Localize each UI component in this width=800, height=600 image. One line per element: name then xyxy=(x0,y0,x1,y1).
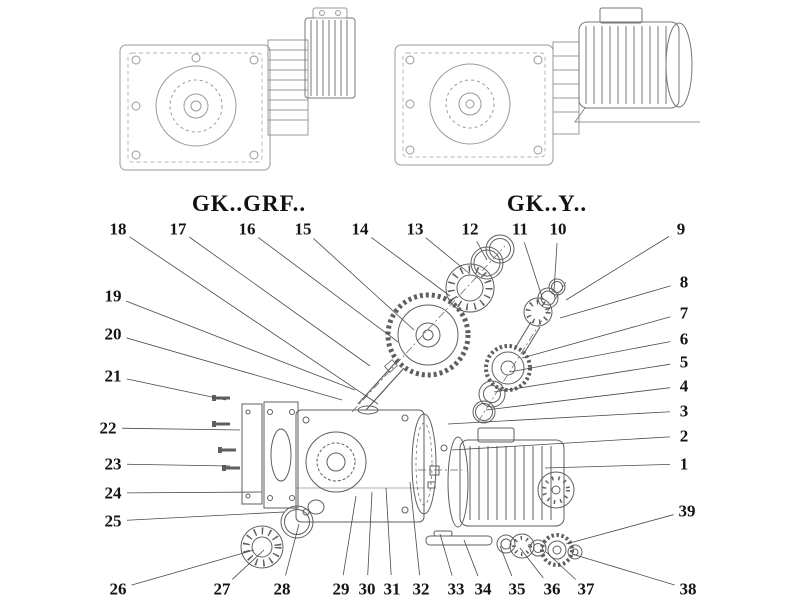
callout-number: 20 xyxy=(104,324,122,344)
leader-line xyxy=(231,549,265,580)
callout-number: 19 xyxy=(104,286,122,306)
callout-number: 28 xyxy=(273,579,291,599)
leader-line xyxy=(126,337,343,401)
leader-line xyxy=(451,436,671,451)
callout-number: 21 xyxy=(104,366,122,386)
leader-line xyxy=(125,300,356,391)
callout-number: 32 xyxy=(412,579,430,599)
leader-line xyxy=(313,238,415,331)
callout-number: 10 xyxy=(549,219,567,239)
flange-plate-and-bolts xyxy=(212,395,299,509)
leader-line xyxy=(565,236,670,301)
leader-line xyxy=(370,237,451,297)
leader-line xyxy=(126,511,285,521)
leader-line xyxy=(476,241,488,261)
leader-line xyxy=(367,491,373,576)
leader-line xyxy=(553,242,558,291)
gear-housing xyxy=(295,405,437,523)
leader-line xyxy=(499,545,513,577)
callout-number: 11 xyxy=(511,219,529,239)
leader-line xyxy=(439,533,453,576)
leader-line xyxy=(485,387,671,411)
motor-illustration xyxy=(574,7,700,123)
callout-number: 16 xyxy=(238,219,256,239)
callout-number: 6 xyxy=(679,329,689,349)
gearbox-grf-illustration xyxy=(119,7,356,171)
callout-number: 30 xyxy=(358,579,376,599)
exploded-assembly-illustration xyxy=(212,234,583,569)
leader-line xyxy=(425,237,471,275)
leader-line xyxy=(447,411,671,425)
leader-line xyxy=(257,237,399,343)
callout-number: 18 xyxy=(109,219,127,239)
callout-number: 2 xyxy=(679,426,689,446)
output-bearing-and-ring xyxy=(240,499,325,569)
callout-number: 17 xyxy=(169,219,187,239)
leader-line xyxy=(129,236,379,405)
callout-number: 37 xyxy=(577,579,595,599)
electric-motor xyxy=(447,427,575,528)
leader-line xyxy=(126,463,231,467)
callout-number: 23 xyxy=(104,454,122,474)
leader-line xyxy=(523,242,544,301)
callout-number: 36 xyxy=(543,579,561,599)
callout-number: 22 xyxy=(99,418,117,438)
leader-line xyxy=(519,547,544,579)
leader-line xyxy=(544,464,671,469)
callout-number: 38 xyxy=(679,579,697,599)
callout-number: 4 xyxy=(679,376,689,396)
callout-number: 5 xyxy=(679,352,689,372)
callout-number: 39 xyxy=(678,501,696,521)
callout-number: 26 xyxy=(109,579,127,599)
callout-number: 35 xyxy=(508,579,526,599)
key-and-fasteners xyxy=(427,444,448,489)
leader-line xyxy=(126,378,227,401)
leader-line xyxy=(385,487,392,576)
leader-line xyxy=(189,236,371,367)
callout-number: 8 xyxy=(679,272,689,292)
callout-number: 14 xyxy=(351,219,369,239)
callout-number: 13 xyxy=(406,219,424,239)
leader-line xyxy=(565,514,674,545)
callout-number: 25 xyxy=(104,511,122,531)
leader-line xyxy=(126,491,263,494)
leader-line xyxy=(285,523,300,576)
leader-line xyxy=(559,285,671,319)
callout-number: 34 xyxy=(474,579,492,599)
callout-number: 3 xyxy=(679,401,689,421)
leader-line xyxy=(493,363,671,393)
input-gear-assembly xyxy=(357,234,515,411)
leader-line xyxy=(121,427,241,431)
callout-number: 24 xyxy=(104,483,122,503)
callout-number: 15 xyxy=(294,219,312,239)
output-shaft-assembly xyxy=(425,530,583,567)
leader-line xyxy=(509,341,671,373)
callout-number: 29 xyxy=(332,579,350,599)
leader-line xyxy=(409,481,420,576)
leader-line xyxy=(463,539,479,577)
leader-line xyxy=(342,495,357,576)
callout-number: 9 xyxy=(676,219,686,239)
callout-number: 7 xyxy=(679,303,689,323)
leader-lines xyxy=(121,236,675,586)
pinion-shaft-assembly xyxy=(472,278,566,424)
leader-line xyxy=(571,553,675,586)
callout-number: 1 xyxy=(679,454,689,474)
figure-label-gk-y: GK..Y.. xyxy=(506,191,588,216)
leader-line xyxy=(131,549,255,586)
callout-number: 27 xyxy=(213,579,231,599)
callout-number: 31 xyxy=(383,579,401,599)
callout-number: 12 xyxy=(461,219,479,239)
figure-label-gk-grf: GK..GRF.. xyxy=(191,191,307,216)
leader-line xyxy=(545,551,576,580)
gearbox-y-illustration xyxy=(394,7,700,166)
leader-line xyxy=(521,316,671,359)
callout-number: 33 xyxy=(447,579,465,599)
